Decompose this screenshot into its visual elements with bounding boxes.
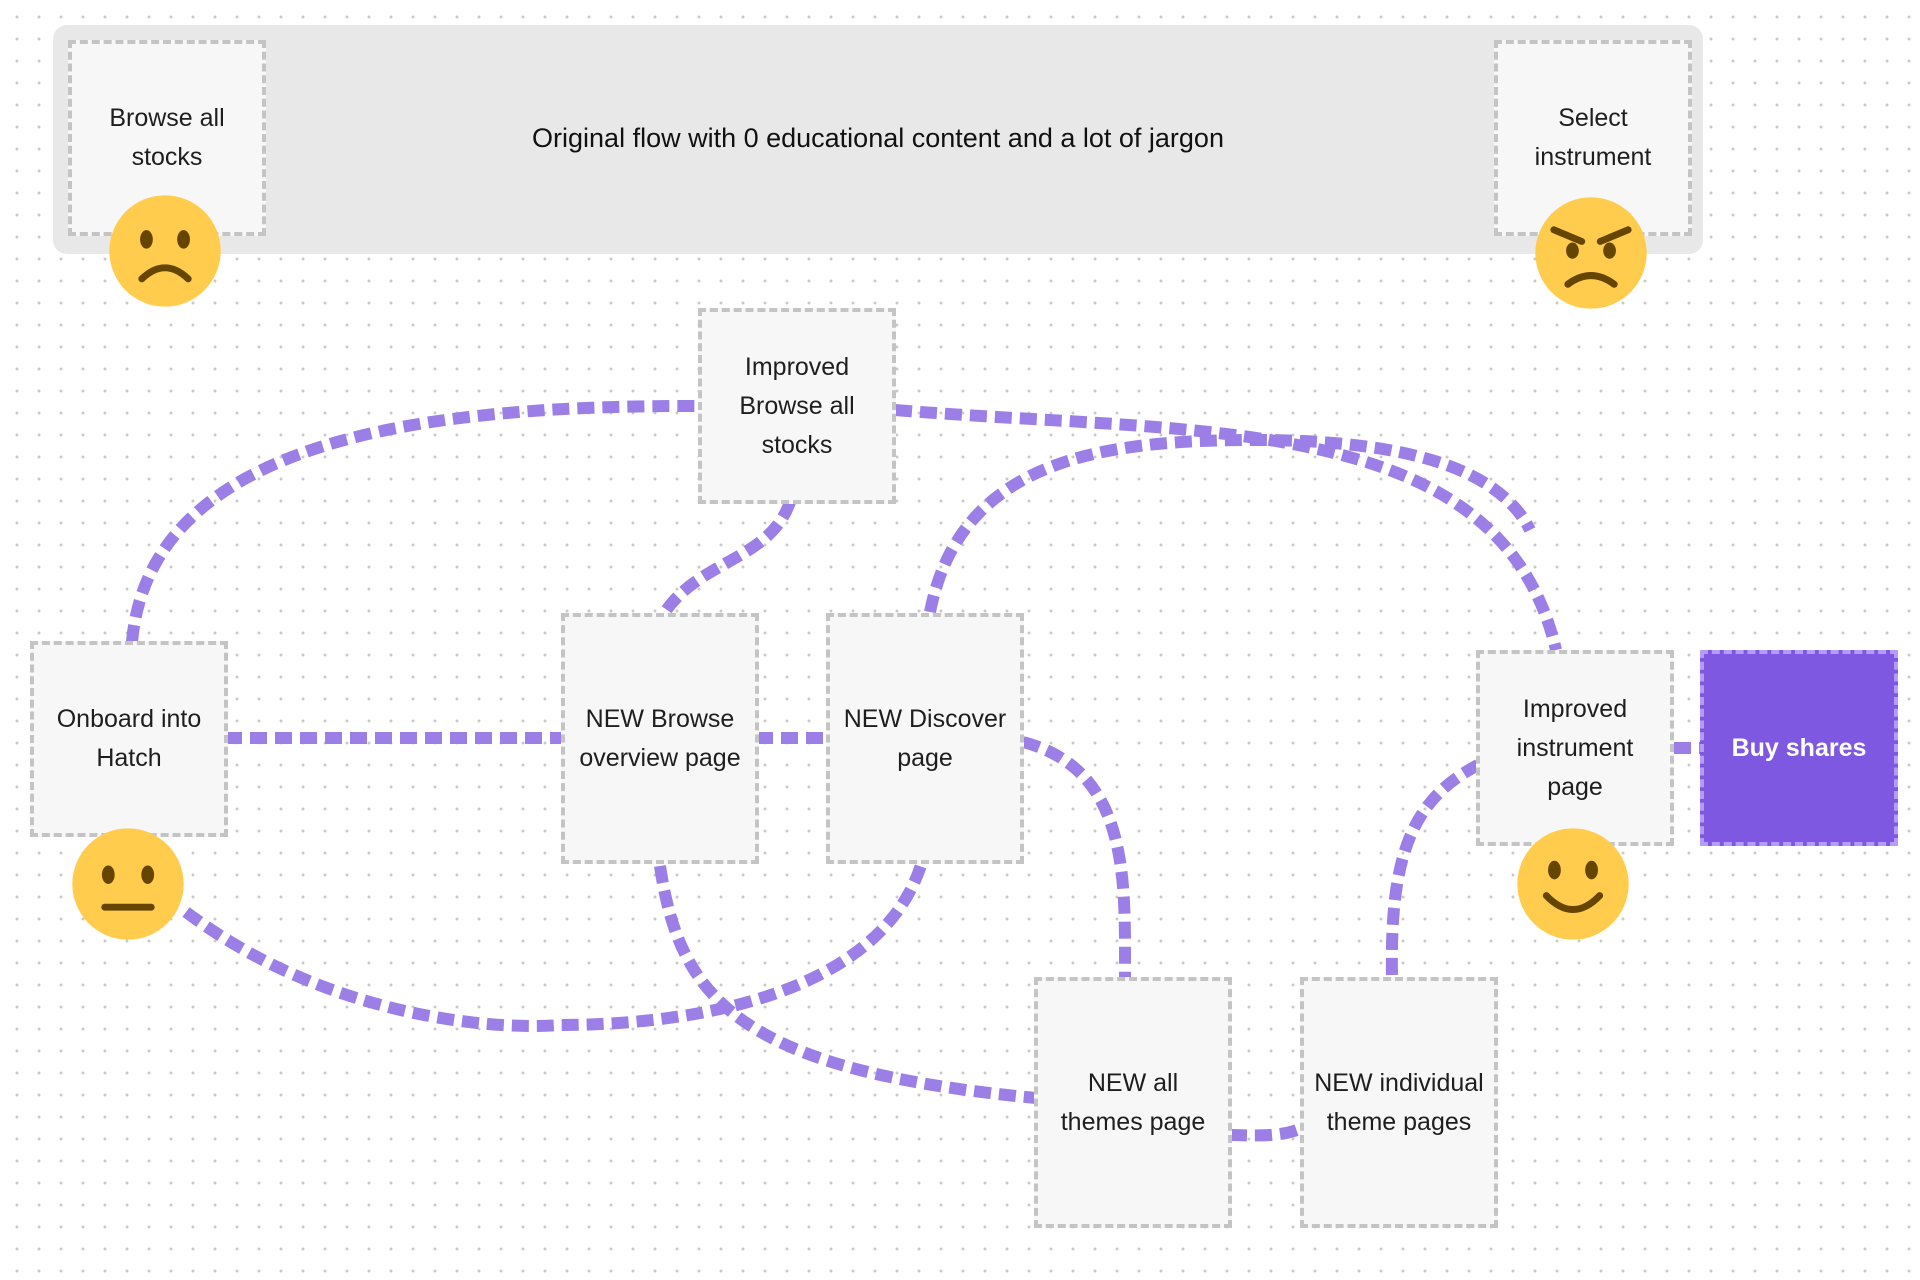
node-improved-browse-all-stocks-label: Improved Browse all stocks	[739, 352, 855, 459]
node-improved-instrument-page-label: Improved instrument page	[1516, 694, 1634, 801]
node-new-discover-page-label: NEW Discover page	[843, 704, 1007, 772]
connector-onboard-emoji-to-discover	[182, 860, 928, 1032]
node-onboard-into-hatch[interactable]: Onboard into Hatch	[30, 641, 228, 837]
node-select-instrument-label: Select instrument	[1534, 104, 1652, 171]
connector-discover-to-improved-instrument	[924, 433, 1536, 614]
connector-improved-browse-to-improved-instrument	[894, 404, 1562, 652]
connector-onboard-to-improved-browse	[126, 399, 701, 643]
node-new-all-themes-page[interactable]: NEW all themes page	[1034, 977, 1232, 1228]
node-buy-shares[interactable]: Buy shares	[1700, 650, 1898, 846]
connector-new-browse-to-all-themes	[654, 865, 1037, 1104]
node-improved-instrument-page[interactable]: Improved instrument page	[1476, 650, 1674, 846]
node-new-individual-theme-pages-label: NEW individual theme pages	[1314, 1068, 1484, 1136]
node-new-discover-page[interactable]: NEW Discover page	[826, 613, 1024, 864]
connector-individual-themes-to-improved-instrument	[1385, 759, 1481, 976]
connector-discover-to-all-themes	[1021, 736, 1132, 979]
smiling-face-icon	[1517, 828, 1629, 940]
connector-improved-browse-to-new-browse	[660, 499, 796, 616]
node-select-instrument[interactable]: Select instrument	[1494, 40, 1692, 236]
node-new-individual-theme-pages[interactable]: NEW individual theme pages	[1300, 977, 1498, 1228]
node-buy-shares-label: Buy shares	[1731, 733, 1867, 762]
connector-all-themes-to-individual-themes	[1229, 1122, 1305, 1142]
node-new-browse-overview-page[interactable]: NEW Browse overview page	[561, 613, 759, 864]
node-improved-browse-all-stocks[interactable]: Improved Browse all stocks	[698, 308, 896, 504]
frowning-face-icon	[109, 195, 221, 307]
node-browse-all-stocks-label: Browse all stocks	[109, 104, 225, 171]
original-flow-caption: Original flow with 0 educational content…	[532, 123, 1224, 153]
node-new-all-themes-page-label: NEW all themes page	[1060, 1068, 1206, 1136]
angry-face-icon	[1535, 197, 1647, 309]
neutral-face-icon	[72, 828, 184, 940]
node-onboard-into-hatch-label: Onboard into Hatch	[56, 705, 202, 772]
original-flow-banner	[53, 25, 1703, 254]
node-new-browse-overview-page-label: NEW Browse overview page	[579, 704, 741, 772]
